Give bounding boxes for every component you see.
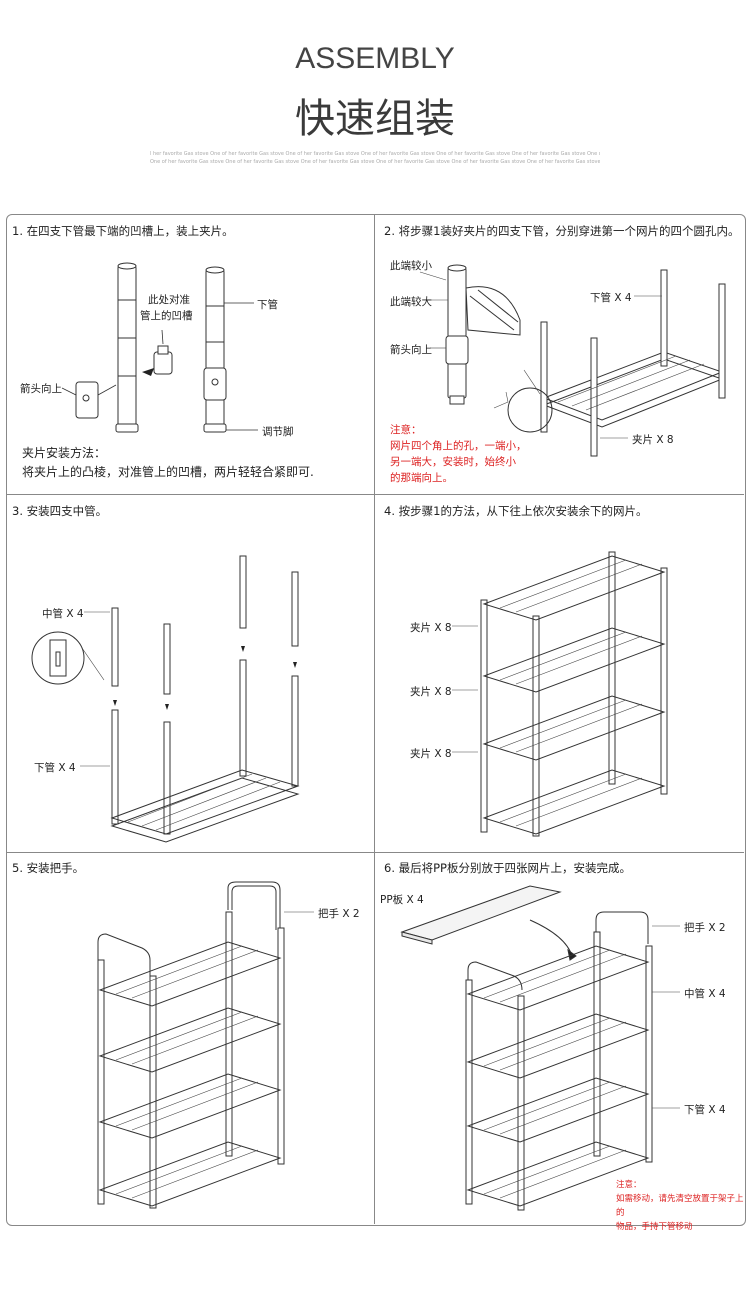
step2-note-line1: 网片四个角上的孔，一端小， bbox=[390, 440, 527, 452]
step1-title: 1. 在四支下管最下端的凹槽上，装上夹片。 bbox=[12, 224, 234, 238]
grid-divider-vertical bbox=[374, 214, 375, 1224]
step6-note-line1: 如需移动，请先清空放置于架子上的 bbox=[616, 1194, 744, 1218]
step1-label-here: 此处对准 bbox=[148, 294, 190, 306]
step4-label-clip2: 夹片 X 8 bbox=[410, 686, 452, 698]
decorative-tagline-2: One of her favorite Gas stove One of her… bbox=[150, 159, 600, 165]
step1-label-lower-tube: 下管 bbox=[257, 299, 278, 311]
step6-note-title: 注意： bbox=[616, 1180, 642, 1190]
step6-note: 注意： 如需移动，请先清空放置于架子上的 物品，手持下管移动 bbox=[616, 1178, 750, 1234]
decorative-tagline-1: l her favorite Gas stove One of her favo… bbox=[150, 151, 600, 157]
step3-title: 3. 安装四支中管。 bbox=[12, 504, 108, 518]
step5-handle-diagram bbox=[97, 881, 314, 1209]
step5-label-handle: 把手 X 2 bbox=[318, 908, 360, 920]
step6-label-mid: 中管 X 4 bbox=[684, 988, 726, 1000]
step6-note-line2: 物品，手持下管移动 bbox=[616, 1222, 693, 1232]
step1-method-text: 将夹片上的凸棱，对准管上的凹槽，两片轻轻合紧即可. bbox=[22, 465, 314, 479]
step2-label-small-end: 此端较小 bbox=[390, 260, 432, 272]
step1-method-title: 夹片安装方法： bbox=[22, 446, 107, 460]
step2-note: 注意： 网片四个角上的孔，一端小， 另一端大，安装时，始终小 的那端向上。 bbox=[390, 422, 527, 486]
step5-title: 5. 安装把手。 bbox=[12, 861, 85, 875]
step6-label-pp-board: PP板 X 4 bbox=[380, 894, 424, 906]
step2-note-line2: 另一端大，安装时，始终小 bbox=[390, 456, 516, 468]
step1-clip-diagram bbox=[61, 262, 258, 433]
step2-label-big-end: 此端较大 bbox=[390, 296, 432, 308]
step3-mid-tube-diagram bbox=[31, 555, 300, 843]
step2-shelf-diagram bbox=[419, 264, 726, 457]
step2-label-clips: 夹片 X 8 bbox=[632, 434, 674, 446]
step6-title: 6. 最后将PP板分别放于四张网片上，安装完成。 bbox=[384, 861, 631, 875]
step2-note-line3: 的那端向上。 bbox=[390, 472, 453, 484]
title-english: ASSEMBLY bbox=[295, 42, 455, 75]
step6-label-handle: 把手 X 2 bbox=[684, 922, 726, 934]
grid-divider-row1 bbox=[6, 494, 744, 495]
step2-label-tubes: 下管 X 4 bbox=[590, 292, 632, 304]
grid-divider-row2 bbox=[6, 852, 744, 853]
title-chinese: 快速组装 bbox=[295, 96, 455, 142]
step4-title: 4. 按步骤1的方法，从下往上依次安装余下的网片。 bbox=[384, 504, 648, 518]
step3-label-lower: 下管 X 4 bbox=[34, 762, 76, 774]
step6-final-diagram bbox=[400, 885, 680, 1211]
instruction-grid bbox=[6, 214, 746, 1226]
step2-label-arrow-up: 箭头向上 bbox=[390, 344, 432, 356]
step6-label-lower: 下管 X 4 bbox=[684, 1104, 726, 1116]
step2-note-title: 注意： bbox=[390, 424, 422, 436]
step1-label-foot: 调节脚 bbox=[262, 426, 294, 438]
step1-label-groove: 管上的凹槽 bbox=[140, 310, 193, 322]
step2-title: 2. 将步骤1装好夹片的四支下管，分别穿进第一个网片的四个圆孔内。 bbox=[384, 224, 740, 238]
step4-label-clip3: 夹片 X 8 bbox=[410, 748, 452, 760]
step3-label-mid: 中管 X 4 bbox=[42, 608, 84, 620]
step4-full-rack-diagram bbox=[452, 551, 668, 837]
step4-label-clip1: 夹片 X 8 bbox=[410, 622, 452, 634]
step1-label-arrow-up: 箭头向上 bbox=[20, 383, 62, 395]
